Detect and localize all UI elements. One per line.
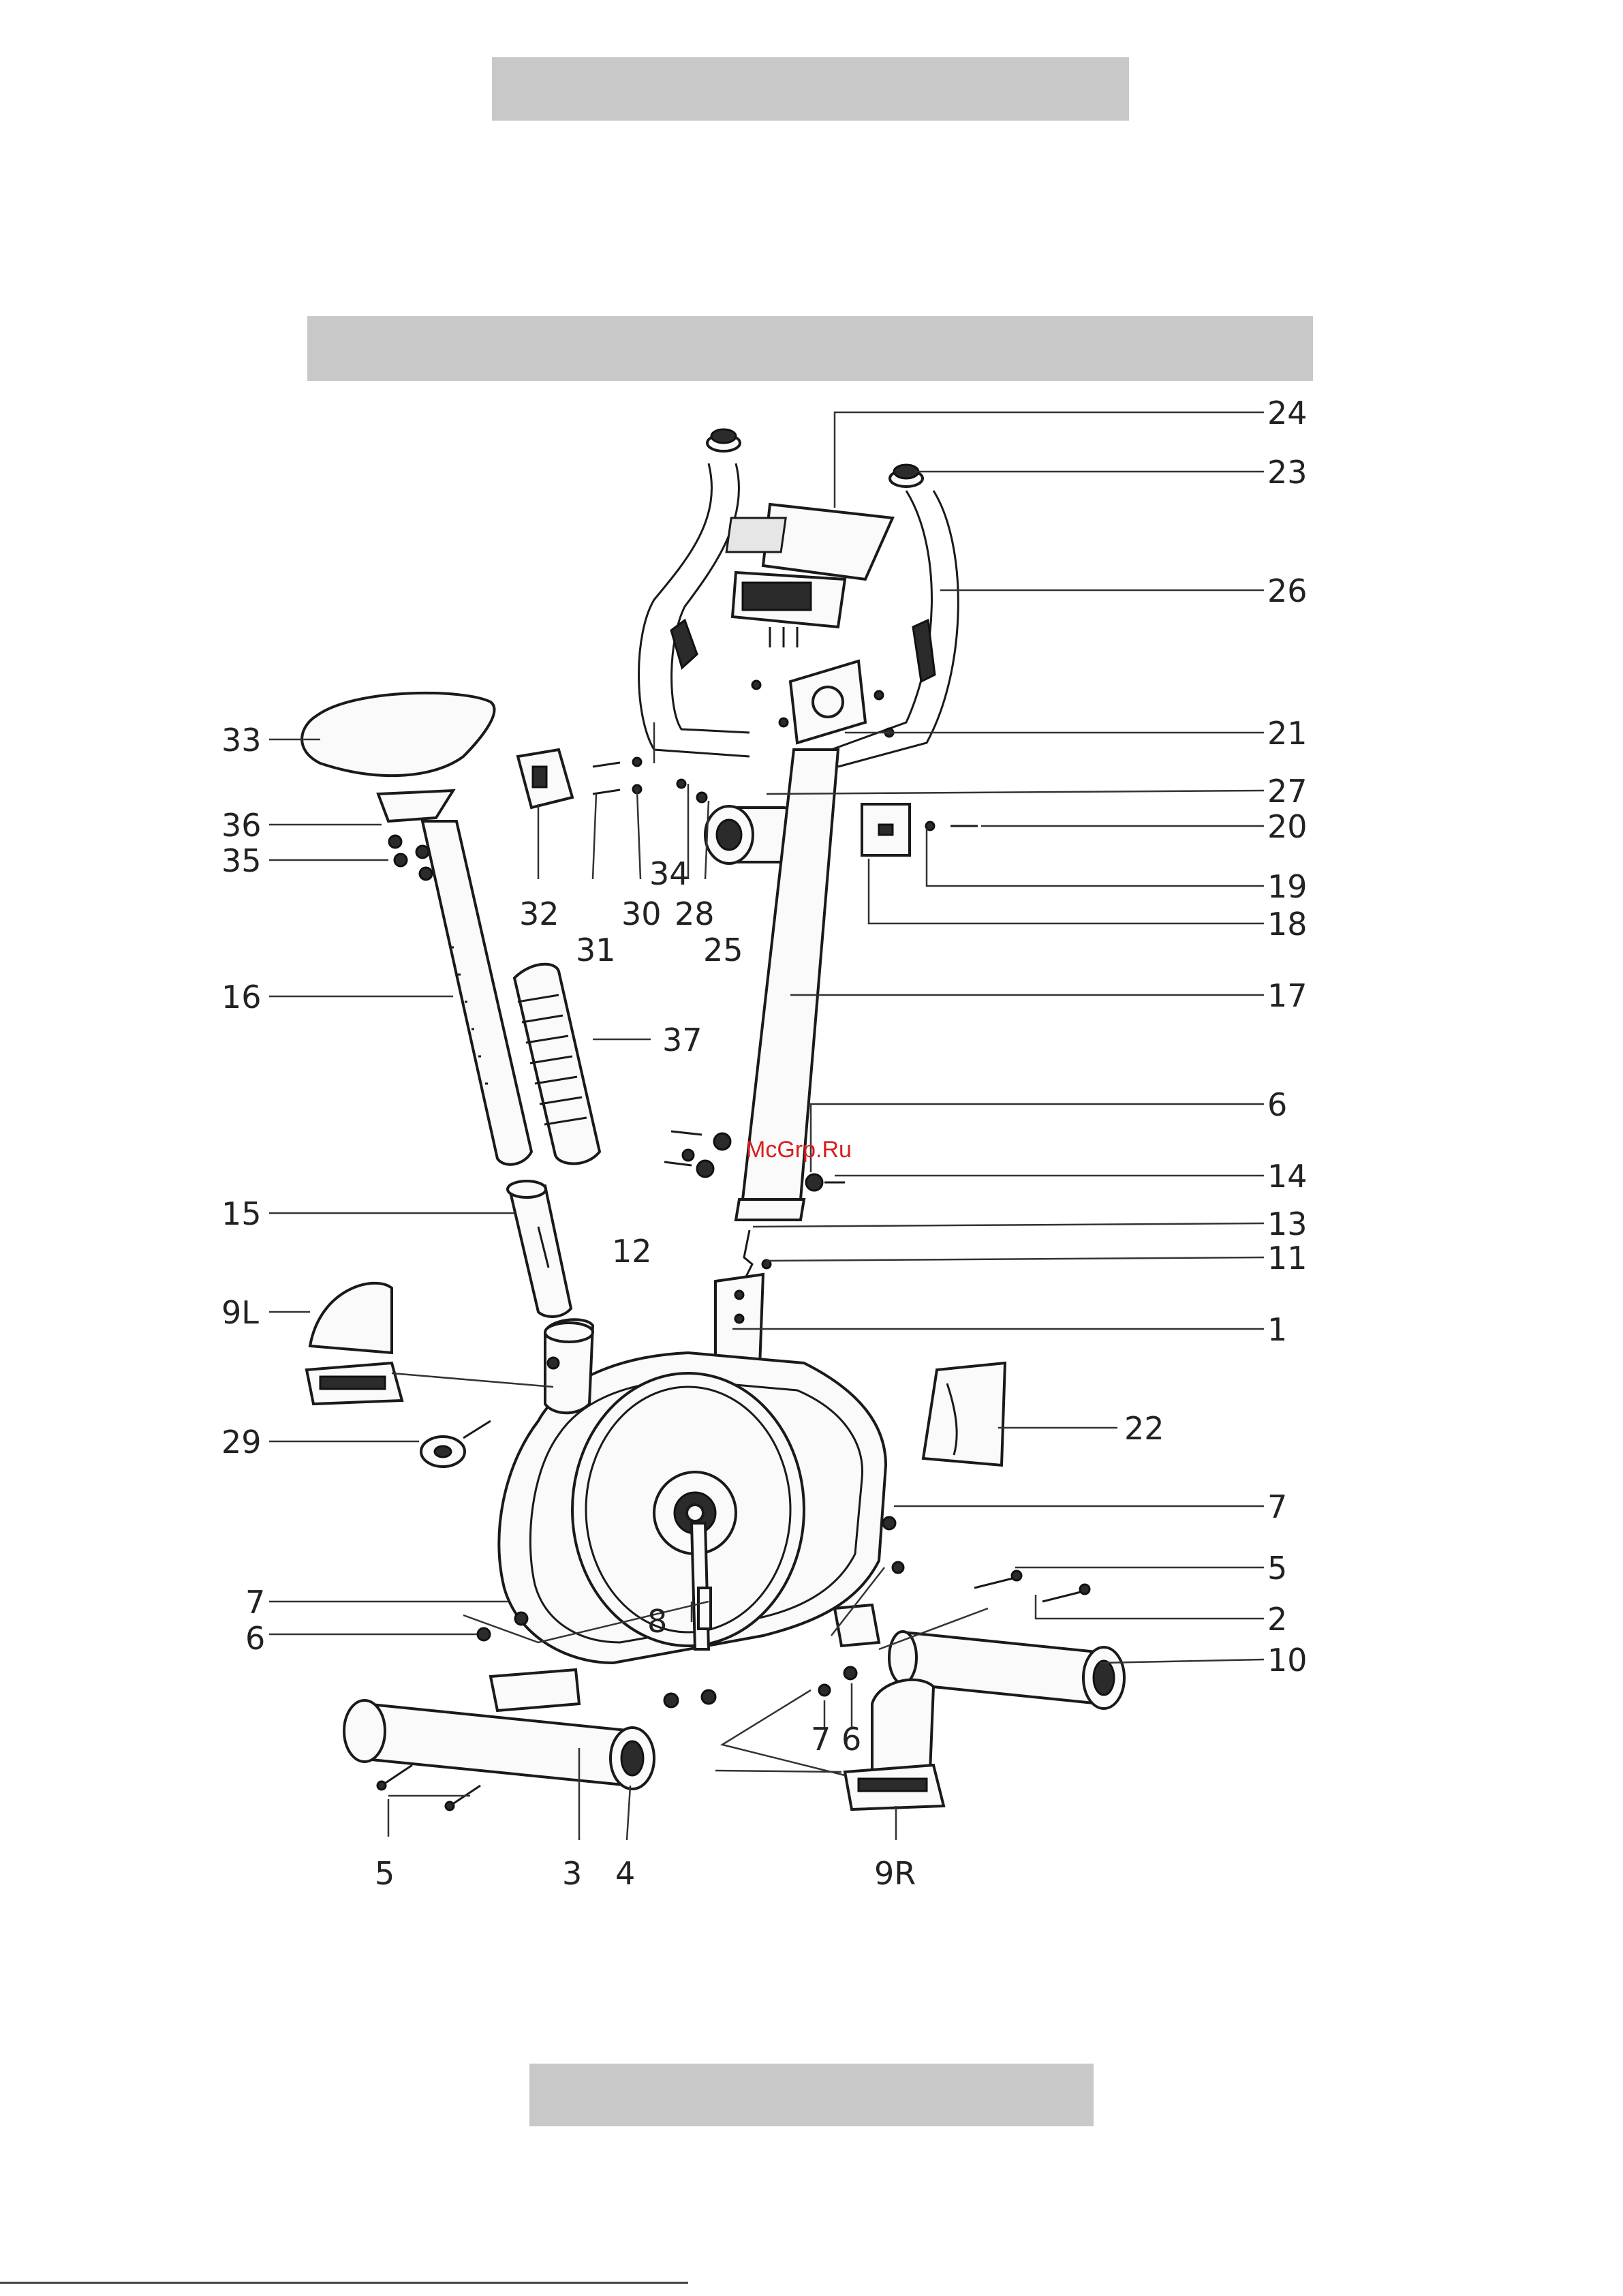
- label-25: 25: [703, 932, 743, 968]
- label-29: 29: [221, 1424, 262, 1460]
- label-3: 3: [562, 1855, 582, 1892]
- label-7-left: 7: [245, 1584, 265, 1621]
- label-35: 35: [221, 842, 262, 879]
- label-5-left: 5: [375, 1855, 395, 1892]
- label-31: 31: [576, 932, 616, 968]
- label-21: 21: [1267, 715, 1308, 752]
- label-16: 16: [221, 979, 262, 1015]
- label-10: 10: [1267, 1642, 1308, 1679]
- label-24: 24: [1267, 395, 1308, 431]
- label-5-right: 5: [1267, 1550, 1287, 1587]
- label-4: 4: [615, 1855, 635, 1892]
- label-9L: 9L: [221, 1294, 259, 1331]
- seat-tube: [545, 1319, 593, 1413]
- watermark: McGrp.Ru: [746, 1137, 852, 1163]
- label-32: 32: [519, 896, 559, 932]
- console: [726, 504, 893, 647]
- label-20: 20: [1267, 808, 1308, 845]
- seat-post: [422, 821, 531, 1165]
- clamp-bracket: [518, 750, 707, 808]
- label-17: 17: [1267, 977, 1308, 1014]
- label-18: 18: [1267, 906, 1308, 943]
- label-30: 30: [621, 896, 662, 932]
- label-13: 13: [1267, 1206, 1308, 1242]
- label-2: 2: [1267, 1601, 1287, 1638]
- seat: [302, 693, 494, 880]
- label-28: 28: [675, 896, 715, 932]
- label-36: 36: [221, 807, 262, 844]
- seat-sleeve: [508, 1181, 571, 1317]
- label-34: 34: [649, 855, 690, 892]
- label-19: 19: [1267, 868, 1308, 905]
- front-stabilizer: [344, 1670, 654, 1789]
- label-14: 14: [1267, 1158, 1308, 1195]
- front-cover: [923, 1363, 1005, 1465]
- pedal-left: [307, 1283, 402, 1404]
- label-23: 23: [1267, 454, 1308, 491]
- label-27: 27: [1267, 773, 1308, 810]
- label-7-right: 7: [1267, 1488, 1287, 1525]
- resistance-knob: [705, 804, 978, 863]
- label-1: 1: [1267, 1311, 1287, 1348]
- label-37: 37: [662, 1022, 702, 1058]
- label-12: 12: [612, 1233, 652, 1270]
- label-6-upper: 6: [1267, 1086, 1287, 1123]
- label-22: 22: [1124, 1410, 1164, 1447]
- console-bracket: [752, 661, 893, 743]
- label-6-left: 6: [245, 1620, 265, 1657]
- label-9R: 9R: [874, 1855, 916, 1892]
- label-6-lower: 6: [841, 1721, 861, 1758]
- label-7-lower: 7: [811, 1721, 831, 1758]
- label-11: 11: [1267, 1240, 1308, 1276]
- label-15: 15: [221, 1195, 262, 1232]
- label-33: 33: [221, 722, 262, 759]
- adjustment-knob: [421, 1421, 491, 1467]
- label-26: 26: [1267, 572, 1308, 609]
- label-8: 8: [647, 1603, 667, 1640]
